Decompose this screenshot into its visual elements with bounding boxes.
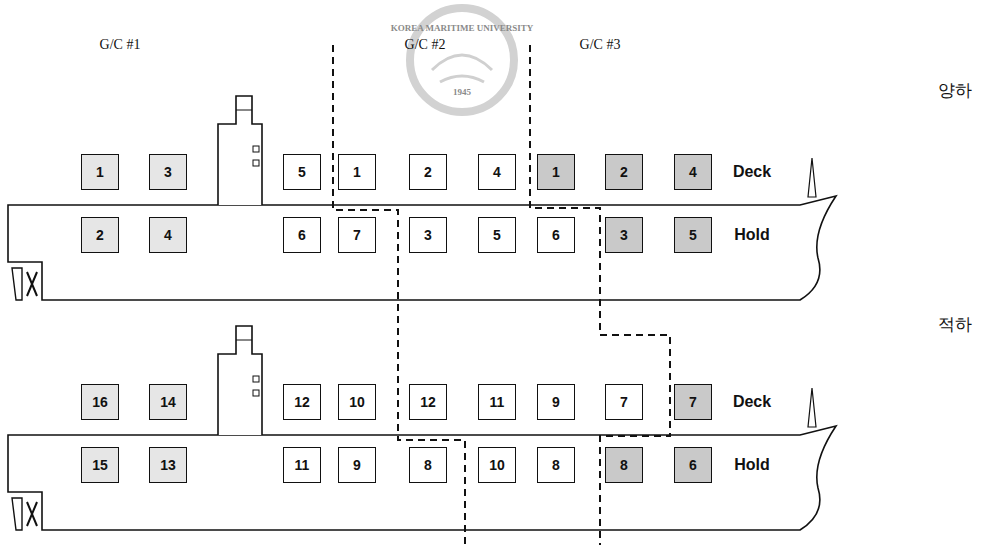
container-number: 4	[164, 227, 172, 243]
container-number: 9	[552, 394, 560, 410]
crane-label: G/C #3	[580, 37, 621, 53]
container-box: 1	[537, 154, 575, 190]
container-number: 3	[620, 227, 628, 243]
container-box: 8	[537, 447, 575, 483]
container-box: 7	[338, 217, 376, 253]
container-number: 8	[424, 457, 432, 473]
container-number: 14	[160, 394, 176, 410]
container-number: 8	[552, 457, 560, 473]
container-box: 2	[81, 217, 119, 253]
crane-boundary	[333, 45, 465, 545]
tier-label: Hold	[734, 456, 770, 474]
container-box: 7	[674, 384, 712, 420]
container-number: 4	[493, 164, 501, 180]
container-box: 8	[409, 447, 447, 483]
container-number: 2	[424, 164, 432, 180]
loading-ship	[8, 326, 836, 530]
container-number: 8	[620, 457, 628, 473]
watermark-text: 1945	[453, 87, 471, 97]
container-box: 4	[478, 154, 516, 190]
container-box: 14	[149, 384, 187, 420]
container-number: 6	[298, 227, 306, 243]
container-box: 10	[478, 447, 516, 483]
container-number: 10	[489, 457, 505, 473]
container-number: 3	[164, 164, 172, 180]
tier-label: Deck	[733, 163, 771, 181]
container-number: 1	[96, 164, 104, 180]
container-box: 3	[605, 217, 643, 253]
container-number: 4	[689, 164, 697, 180]
container-number: 1	[353, 164, 361, 180]
container-number: 5	[689, 227, 697, 243]
container-number: 6	[689, 457, 697, 473]
container-number: 9	[353, 457, 361, 473]
container-number: 7	[353, 227, 361, 243]
container-box: 2	[605, 154, 643, 190]
container-number: 7	[620, 394, 628, 410]
container-number: 5	[298, 164, 306, 180]
container-box: 13	[149, 447, 187, 483]
container-number: 11	[295, 457, 310, 473]
container-number: 3	[424, 227, 432, 243]
container-box: 5	[283, 154, 321, 190]
watermark-emblem	[432, 55, 492, 82]
container-box: 3	[409, 217, 447, 253]
container-number: 2	[620, 164, 628, 180]
container-box: 9	[338, 447, 376, 483]
container-box: 9	[537, 384, 575, 420]
container-box: 5	[674, 217, 712, 253]
container-box: 12	[409, 384, 447, 420]
crane-label: G/C #2	[405, 37, 446, 53]
container-number: 16	[92, 394, 108, 410]
container-box: 11	[283, 447, 321, 483]
container-number: 6	[552, 227, 560, 243]
container-number: 7	[689, 394, 697, 410]
container-number: 10	[349, 394, 365, 410]
watermark-text: KOREA MARITIME UNIVERSITY	[391, 23, 534, 33]
container-box: 10	[338, 384, 376, 420]
container-box: 8	[605, 447, 643, 483]
container-number: 2	[96, 227, 104, 243]
container-box: 6	[674, 447, 712, 483]
container-box: 15	[81, 447, 119, 483]
tier-label: Hold	[734, 226, 770, 244]
container-number: 13	[160, 457, 176, 473]
container-box: 11	[478, 384, 516, 420]
container-number: 12	[420, 394, 436, 410]
container-box: 6	[537, 217, 575, 253]
container-box: 1	[338, 154, 376, 190]
container-box: 4	[149, 217, 187, 253]
container-number: 5	[493, 227, 501, 243]
tier-label: Deck	[733, 393, 771, 411]
container-box: 5	[478, 217, 516, 253]
container-box: 7	[605, 384, 643, 420]
container-box: 2	[409, 154, 447, 190]
container-box: 16	[81, 384, 119, 420]
operation-label: 양하	[938, 79, 972, 102]
container-number: 11	[490, 394, 505, 410]
operation-label: 적하	[938, 313, 972, 336]
container-box: 1	[81, 154, 119, 190]
container-box: 6	[283, 217, 321, 253]
container-number: 1	[552, 164, 560, 180]
container-box: 4	[674, 154, 712, 190]
crane-label: G/C #1	[100, 37, 141, 53]
discharge-ship	[8, 96, 836, 300]
container-number: 15	[92, 457, 108, 473]
crane-boundary	[530, 45, 670, 545]
container-box: 12	[283, 384, 321, 420]
container-box: 3	[149, 154, 187, 190]
container-number: 12	[294, 394, 310, 410]
